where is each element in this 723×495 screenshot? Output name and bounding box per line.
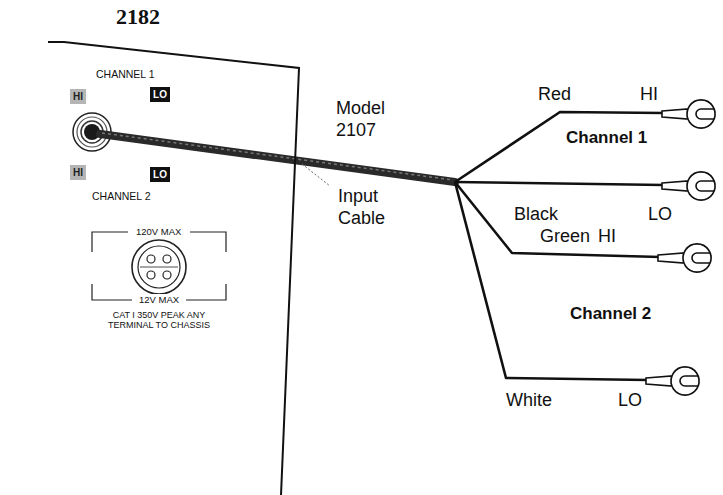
black-wire (455, 182, 664, 185)
green-wire (455, 182, 660, 257)
wire-color: Red (538, 84, 571, 106)
wire-color: Black (514, 204, 558, 226)
spade-lug (646, 367, 699, 395)
spade-lug (658, 244, 711, 272)
channel-label: CHANNEL 1 (96, 68, 176, 80)
wires (455, 112, 664, 380)
channel-label: CHANNEL 2 (92, 190, 172, 202)
lo-terminal-badge: LO (150, 167, 170, 182)
front-panel: 2182CHANNEL 1 CHANNEL 2 CAT I 350V PEAK AN… (0, 0, 310, 495)
rating-note: CAT I 350V PEAK ANY TERMINAL TO CHASSIS (99, 310, 219, 331)
white-wire (455, 182, 648, 380)
channel-name: Channel 1 (566, 128, 647, 148)
terminal-label: LO (153, 170, 167, 180)
spade-lugs (646, 100, 715, 395)
lo-terminal-badge: LO (150, 87, 170, 102)
panel-outline (0, 0, 310, 495)
channel-name: Channel 2 (570, 304, 651, 324)
leader-line (302, 164, 330, 186)
red-wire (455, 112, 664, 182)
wire-color: Green (540, 226, 590, 248)
terminal-name: HI (640, 84, 658, 106)
spade-lug (662, 100, 715, 128)
model-number: 2182 (116, 4, 196, 29)
round-connector (92, 232, 226, 300)
terminal-label: HI (73, 92, 83, 102)
cable-label: Model 2107 (336, 98, 406, 141)
wire-color: White (506, 390, 552, 412)
terminal-name: HI (598, 226, 616, 248)
terminal-name: LO (648, 204, 672, 226)
cable-label: Input Cable (338, 186, 408, 229)
hi-terminal-badge: HI (70, 89, 86, 104)
hi-terminal-badge: HI (70, 165, 86, 180)
voltage-rating: 12V MAX (137, 294, 181, 305)
terminal-name: LO (618, 390, 642, 412)
terminal-label: LO (153, 90, 167, 100)
spade-lug (662, 172, 715, 200)
voltage-rating: 120V MAX (134, 226, 183, 237)
input-cable (100, 133, 455, 186)
terminal-label: HI (73, 168, 83, 178)
